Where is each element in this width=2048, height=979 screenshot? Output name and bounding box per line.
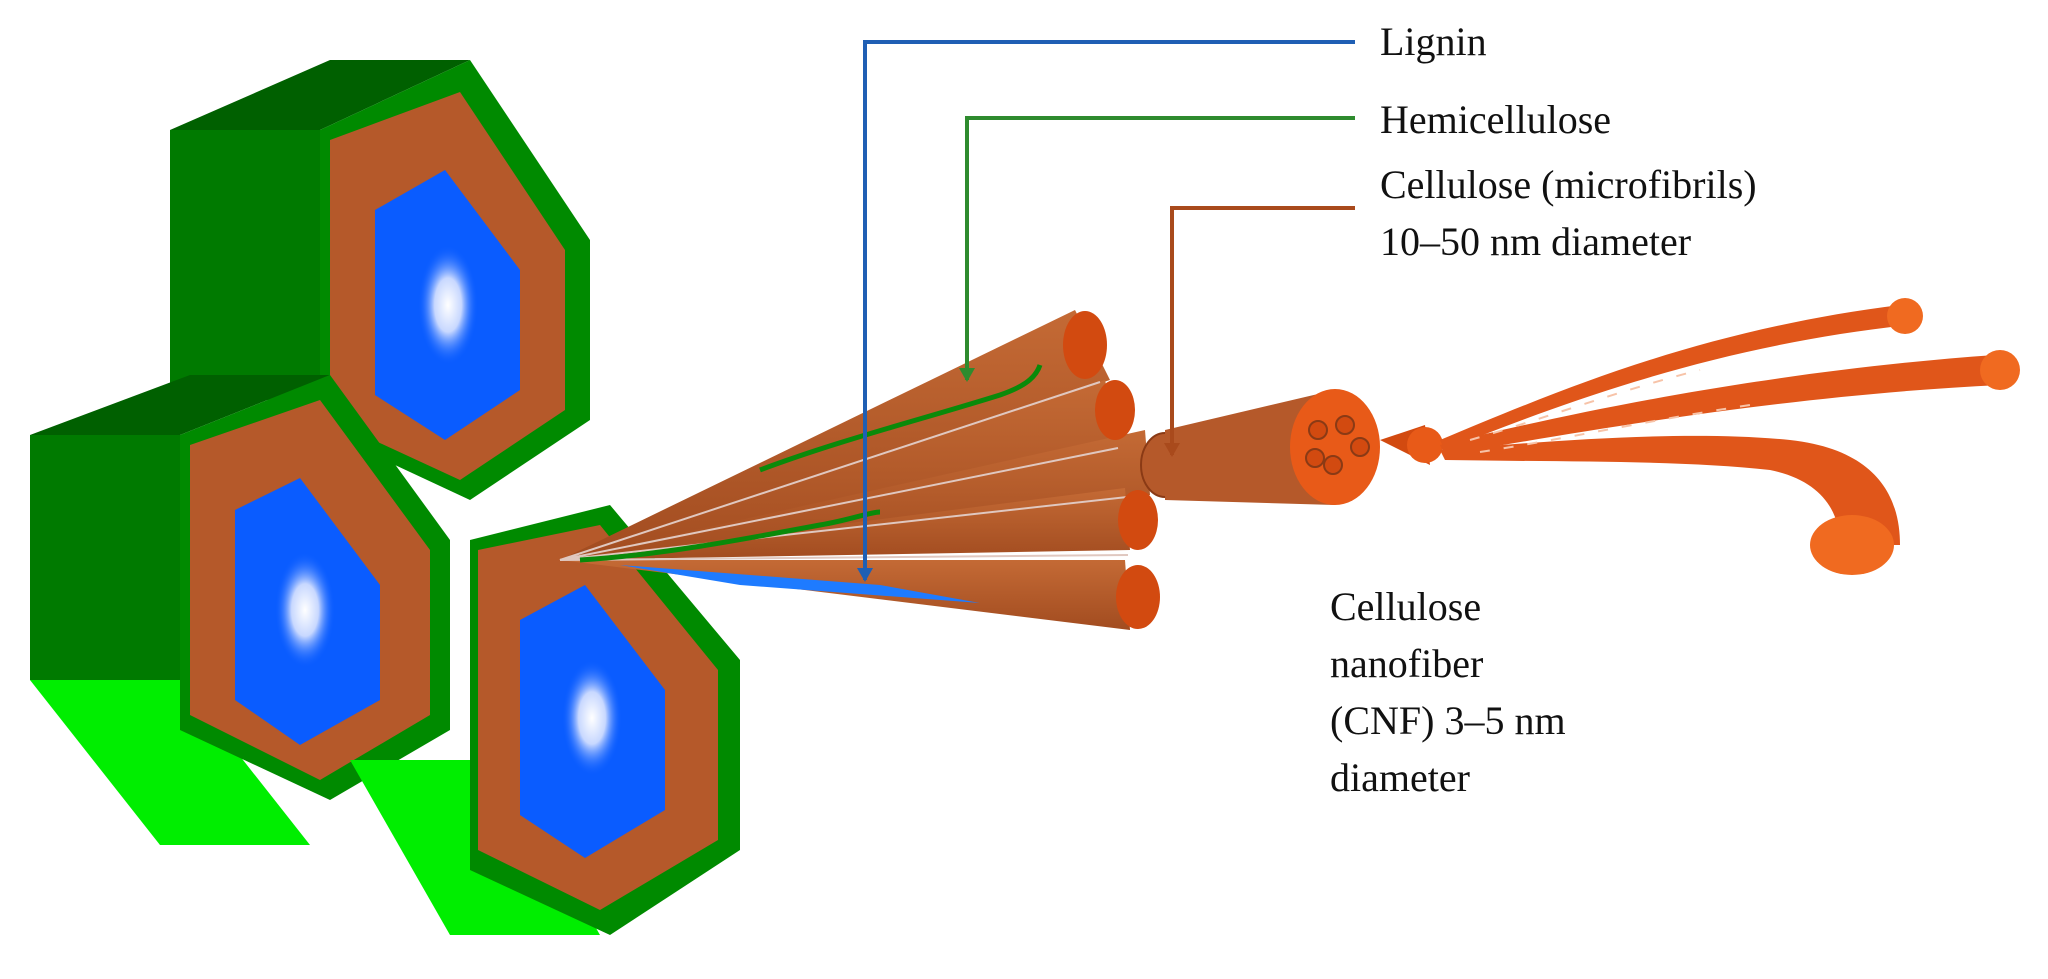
- cellulose-bundle-end: [1290, 389, 1380, 505]
- bundle-inner-fibrils: [1305, 415, 1370, 475]
- left-cell-bottom-face: [30, 680, 310, 845]
- microfibril-end-2: [1095, 380, 1135, 440]
- cnf-label-line3: (CNF) 3–5 nm: [1330, 698, 1566, 743]
- microfibril-strand-1: [560, 310, 1110, 560]
- lower-cell-lumen-glow: [562, 660, 622, 776]
- upper-cell-side-face: [170, 130, 320, 400]
- lignin-sheet: [620, 565, 980, 603]
- nanofiber-1-end: [1887, 298, 1923, 334]
- cellulose-label-line2: 10–50 nm diameter: [1380, 219, 1691, 264]
- pointer-lines: [857, 40, 1355, 582]
- microfibril-strand-2: [560, 380, 1120, 560]
- hexagonal-cells: [30, 60, 740, 935]
- hemicellulose-pointer: [965, 116, 1355, 380]
- upper-cell: [170, 60, 590, 500]
- microfibril-end-1: [1063, 311, 1107, 379]
- nanofiber-node: [1407, 427, 1443, 463]
- microfibril-end-5: [1116, 565, 1160, 629]
- lignin-pointer: [863, 40, 1355, 580]
- nanofiber-1: [1440, 305, 1910, 450]
- left-cell: [30, 375, 450, 845]
- hemicellulose-strand-1: [759, 364, 1043, 473]
- lower-cell: [350, 505, 740, 935]
- nanofiber-2-end: [1980, 350, 2020, 390]
- microfibril-fan: [559, 310, 1380, 630]
- nanofiber-3-end: [1810, 515, 1894, 575]
- left-cell-top-face: [30, 375, 330, 435]
- hemicellulose-label: Hemicellulose: [1380, 97, 1611, 142]
- cnf-label-line4: diameter: [1330, 755, 1470, 800]
- cellulose-pointer: [1170, 206, 1355, 455]
- lignin-label: Lignin: [1380, 19, 1487, 64]
- upper-cell-lumen-glow: [418, 245, 478, 365]
- cellulose-nanofibers: [1380, 298, 2020, 575]
- upper-cell-top-face: [170, 60, 470, 130]
- cellulose-label-line1: Cellulose (microfibrils): [1380, 162, 1757, 207]
- cellulose-bundle: [1165, 390, 1335, 505]
- left-cell-lumen-glow: [275, 552, 335, 668]
- cnf-label-line1: Cellulose: [1330, 584, 1481, 629]
- nanofiber-3: [1440, 435, 1900, 545]
- microfibril-strand-3: [560, 430, 1150, 560]
- microfibril-strand-4: [560, 488, 1130, 560]
- hemicellulose-strand-2: [579, 509, 881, 563]
- nanofiber-2: [1440, 355, 2000, 455]
- left-cell-side-face: [30, 435, 180, 680]
- microfibril-end-4: [1118, 490, 1158, 550]
- cnf-label-line2: nanofiber: [1330, 641, 1483, 686]
- labels: Lignin Hemicellulose Cellulose (microfib…: [1330, 19, 1757, 800]
